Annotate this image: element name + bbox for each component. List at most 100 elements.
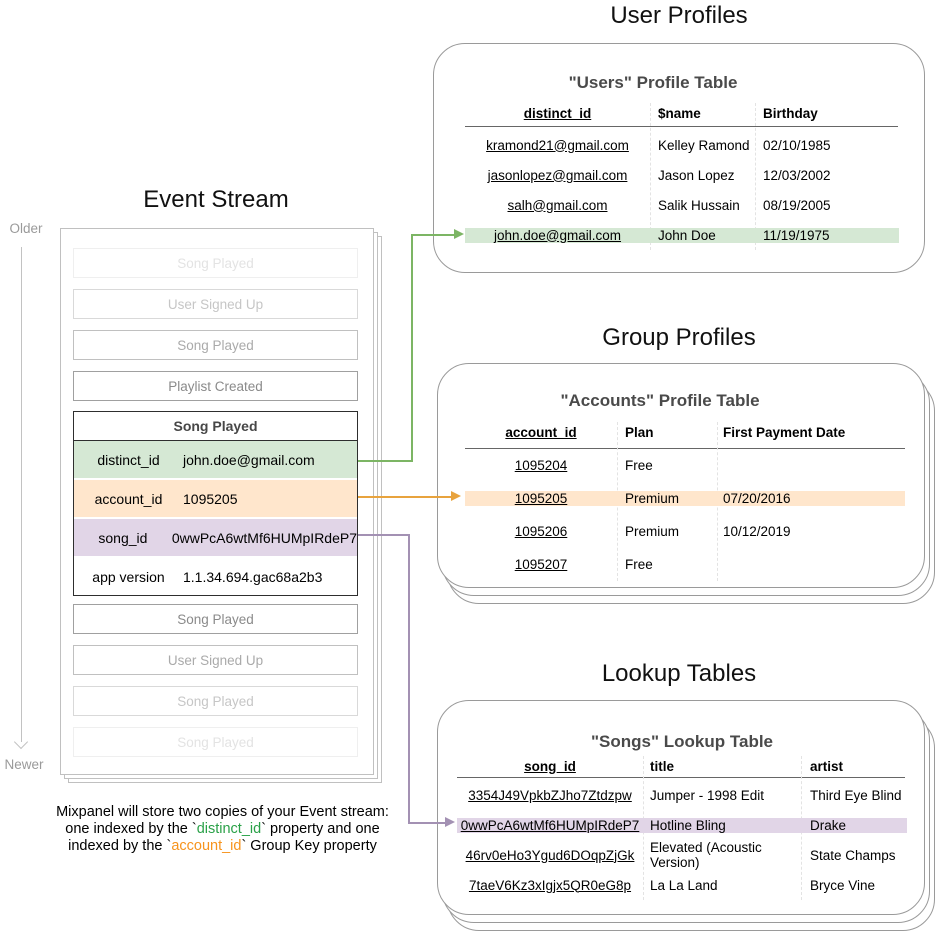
orange-arrowhead-icon bbox=[451, 491, 461, 501]
connector-green bbox=[411, 234, 413, 462]
arrow-down-icon bbox=[13, 734, 29, 750]
songs-table-rows: 3354J49VpkbZJho7Ztdzpw Jumper - 1998 Edi… bbox=[457, 780, 907, 900]
connector-green bbox=[358, 460, 413, 462]
table-cell: 10/12/2019 bbox=[723, 524, 791, 539]
column-separator bbox=[755, 103, 756, 250]
column-header: account_id bbox=[505, 424, 577, 440]
table-cell: State Champs bbox=[810, 847, 896, 863]
event-box-label: Song Played bbox=[177, 693, 254, 709]
column-header: Plan bbox=[625, 424, 654, 440]
table-cell-highlighted: Hotline Bling bbox=[643, 817, 801, 833]
table-cell: Premium bbox=[625, 524, 680, 539]
table-cell-highlighted: 07/20/2016 bbox=[717, 491, 905, 506]
users-table-headers: distinct_id $name Birthday bbox=[465, 100, 899, 126]
accounts-table-rows: 1095204 Free 1095205 Premium 07/20/2016 … bbox=[465, 449, 905, 581]
event-box: Song Played bbox=[73, 686, 358, 716]
column-header: artist bbox=[810, 758, 844, 774]
property-row-account-id: account_id 1095205 bbox=[74, 478, 357, 517]
event-box: User Signed Up bbox=[73, 289, 358, 319]
caption-line3-post: ` Group Key property bbox=[241, 838, 377, 854]
table-cell-highlighted: John Doe bbox=[650, 227, 755, 243]
table-cell: Kelley Ramond bbox=[658, 137, 750, 153]
caption-distinct-id-key: distinct_id bbox=[196, 821, 262, 837]
event-box-label: User Signed Up bbox=[167, 296, 264, 312]
event-box: User Signed Up bbox=[73, 645, 358, 675]
connector-purple bbox=[408, 534, 410, 824]
event-box: Song Played bbox=[73, 604, 358, 634]
header-rule bbox=[465, 448, 905, 449]
table-cell: Jason Lopez bbox=[658, 167, 735, 183]
timeline-line bbox=[21, 247, 22, 742]
column-header: First Payment Date bbox=[723, 424, 846, 440]
table-cell: 1095206 bbox=[514, 524, 568, 539]
caption-line2-pre: one indexed by the ` bbox=[65, 821, 197, 837]
header-rule bbox=[457, 777, 905, 778]
table-cell: 7taeV6Kz3xIgjx5QR0eG8p bbox=[468, 877, 632, 893]
connector-orange bbox=[358, 496, 452, 498]
table-cell: 1095207 bbox=[514, 557, 568, 572]
event-box: Song Played bbox=[73, 727, 358, 757]
caption-account-id-key: account_id bbox=[171, 838, 242, 854]
focus-event-card: Song Played distinct_id john.doe@gmail.c… bbox=[73, 411, 358, 596]
table-cell: 3354J49VpkbZJho7Ztdzpw bbox=[468, 787, 632, 803]
lookup-tables-title: Lookup Tables bbox=[601, 660, 757, 687]
table-cell-highlighted: john.doe@gmail.com bbox=[465, 227, 650, 243]
property-row-distinct-id: distinct_id john.doe@gmail.com bbox=[74, 441, 357, 478]
property-row-app-version: app version 1.1.34.694.gac68a2b3 bbox=[74, 556, 357, 595]
users-table-rows: kramond21@gmail.com Kelley Ramond 02/10/… bbox=[465, 130, 899, 250]
column-header: title bbox=[650, 758, 675, 774]
event-box-label: Playlist Created bbox=[168, 378, 263, 394]
caption-line1: Mixpanel will store two copies of your E… bbox=[56, 804, 389, 820]
header-rule bbox=[465, 126, 898, 127]
table-cell-highlighted: 1095205 bbox=[465, 491, 617, 506]
connector-green bbox=[413, 234, 455, 236]
table-cell: Free bbox=[625, 557, 653, 572]
table-cell: Free bbox=[625, 458, 653, 473]
column-separator bbox=[650, 103, 651, 250]
connector-purple bbox=[358, 534, 410, 536]
event-box-label: Song Played bbox=[177, 255, 254, 271]
event-box-label: Song Played bbox=[177, 337, 254, 353]
property-name: account_id bbox=[94, 490, 163, 507]
green-arrowhead-icon bbox=[454, 229, 464, 239]
table-cell: 02/10/1985 bbox=[763, 137, 831, 153]
table-cell: Elevated (Acoustic Version) bbox=[650, 840, 762, 870]
property-value: 1095205 bbox=[183, 490, 238, 507]
table-cell: Jumper - 1998 Edit bbox=[650, 787, 765, 803]
table-cell: kramond21@gmail.com bbox=[486, 137, 629, 153]
group-profiles-title: Group Profiles bbox=[602, 324, 756, 351]
songs-table-headers: song_id title artist bbox=[457, 753, 907, 779]
event-box-label: User Signed Up bbox=[167, 652, 264, 668]
table-cell: 12/03/2002 bbox=[763, 167, 831, 183]
table-cell: salh@gmail.com bbox=[507, 197, 608, 213]
property-name: app version bbox=[92, 568, 165, 585]
table-cell: 08/19/2005 bbox=[763, 197, 831, 213]
table-cell: jasonlopez@gmail.com bbox=[487, 167, 628, 183]
property-value: john.doe@gmail.com bbox=[183, 451, 315, 468]
purple-arrowhead-icon bbox=[445, 817, 455, 827]
property-name: distinct_id bbox=[97, 451, 160, 468]
event-box: Playlist Created bbox=[73, 371, 358, 401]
table-cell-highlighted: 11/19/1975 bbox=[755, 227, 899, 243]
event-stream-title: Event Stream bbox=[143, 186, 289, 213]
event-box: Song Played bbox=[73, 330, 358, 360]
column-header: $name bbox=[658, 105, 701, 121]
table-cell: Salik Hussain bbox=[658, 197, 740, 213]
songs-card bbox=[437, 700, 925, 915]
users-table-subtitle: "Users" Profile Table bbox=[568, 73, 738, 92]
user-profiles-title: User Profiles bbox=[610, 2, 748, 29]
table-cell-highlighted: 0wwPcA6wtMf6HUMpIRdeP7 bbox=[457, 817, 643, 833]
table-cell: 46rv0eHo3Ygud6DOqpZjGk bbox=[465, 847, 635, 863]
table-cell-highlighted: Premium bbox=[617, 491, 717, 506]
caption-line3-pre: indexed by the ` bbox=[68, 838, 172, 854]
table-cell-highlighted: Drake bbox=[801, 817, 907, 833]
connector-purple bbox=[408, 822, 446, 824]
column-header: Birthday bbox=[763, 105, 818, 121]
table-cell: La La Land bbox=[650, 877, 718, 893]
table-cell: Bryce Vine bbox=[810, 877, 876, 893]
table-cell: 1095204 bbox=[514, 458, 568, 473]
accounts-table-headers: account_id Plan First Payment Date bbox=[465, 419, 905, 445]
column-header: distinct_id bbox=[523, 105, 592, 121]
caption-line2-post: ` property and one bbox=[261, 821, 380, 837]
